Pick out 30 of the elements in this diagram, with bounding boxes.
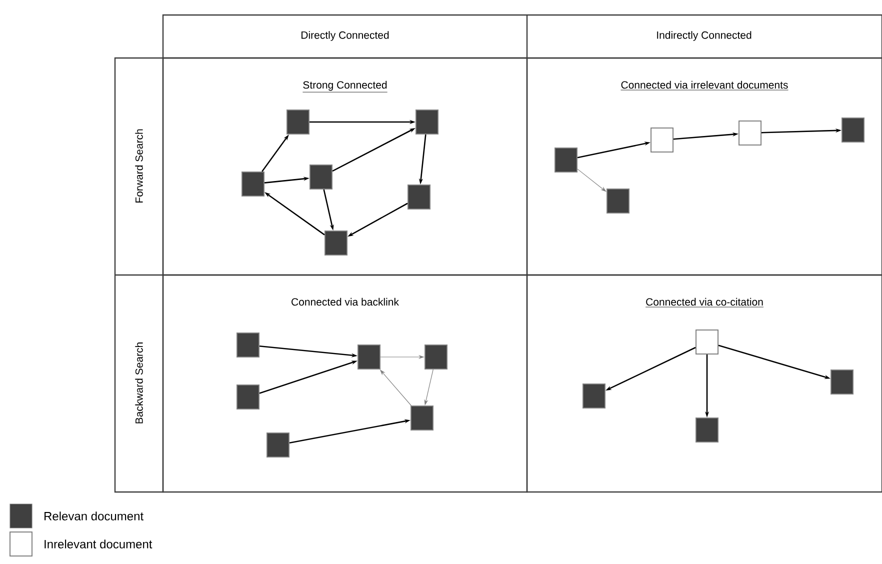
relevant-document-square [242,172,264,196]
relevant-document-square [416,110,438,134]
relevant-document-square [310,164,332,190]
relevant-document-square [830,370,854,394]
row-header: Backward Search [135,342,143,424]
irrelevant-document-square [696,330,719,354]
relevant-document-square [266,432,290,458]
quadrant-cell: Strong Connected [162,57,528,276]
relevant-document-square [236,384,260,410]
relevant-document-square [408,184,430,210]
relevant-document-square [286,110,310,134]
relevant-document-square [236,332,260,358]
irrelevant-document-square [738,120,762,146]
quadrant-cell: Connected via backlink [162,274,528,493]
irrelevant-document-square [650,128,674,152]
relevant-document-square [554,148,578,172]
legend-text: Inrelevant document [44,540,152,548]
relevant-document-square [324,230,348,256]
legend-text: Relevan document [44,512,144,520]
relevant-document-square [358,344,380,370]
relevant-document-square [582,384,606,408]
relevant-document-square [842,118,865,142]
relevant-document-square [696,418,719,442]
column-header: Directly Connected [302,31,389,41]
column-header: Indirectly Connected [657,31,752,41]
row-header: Forward Search [135,129,143,202]
relevant-document-square [410,406,434,430]
relevant-document-square [424,344,448,370]
arrow [577,168,606,192]
relevant-document-square [606,188,630,214]
